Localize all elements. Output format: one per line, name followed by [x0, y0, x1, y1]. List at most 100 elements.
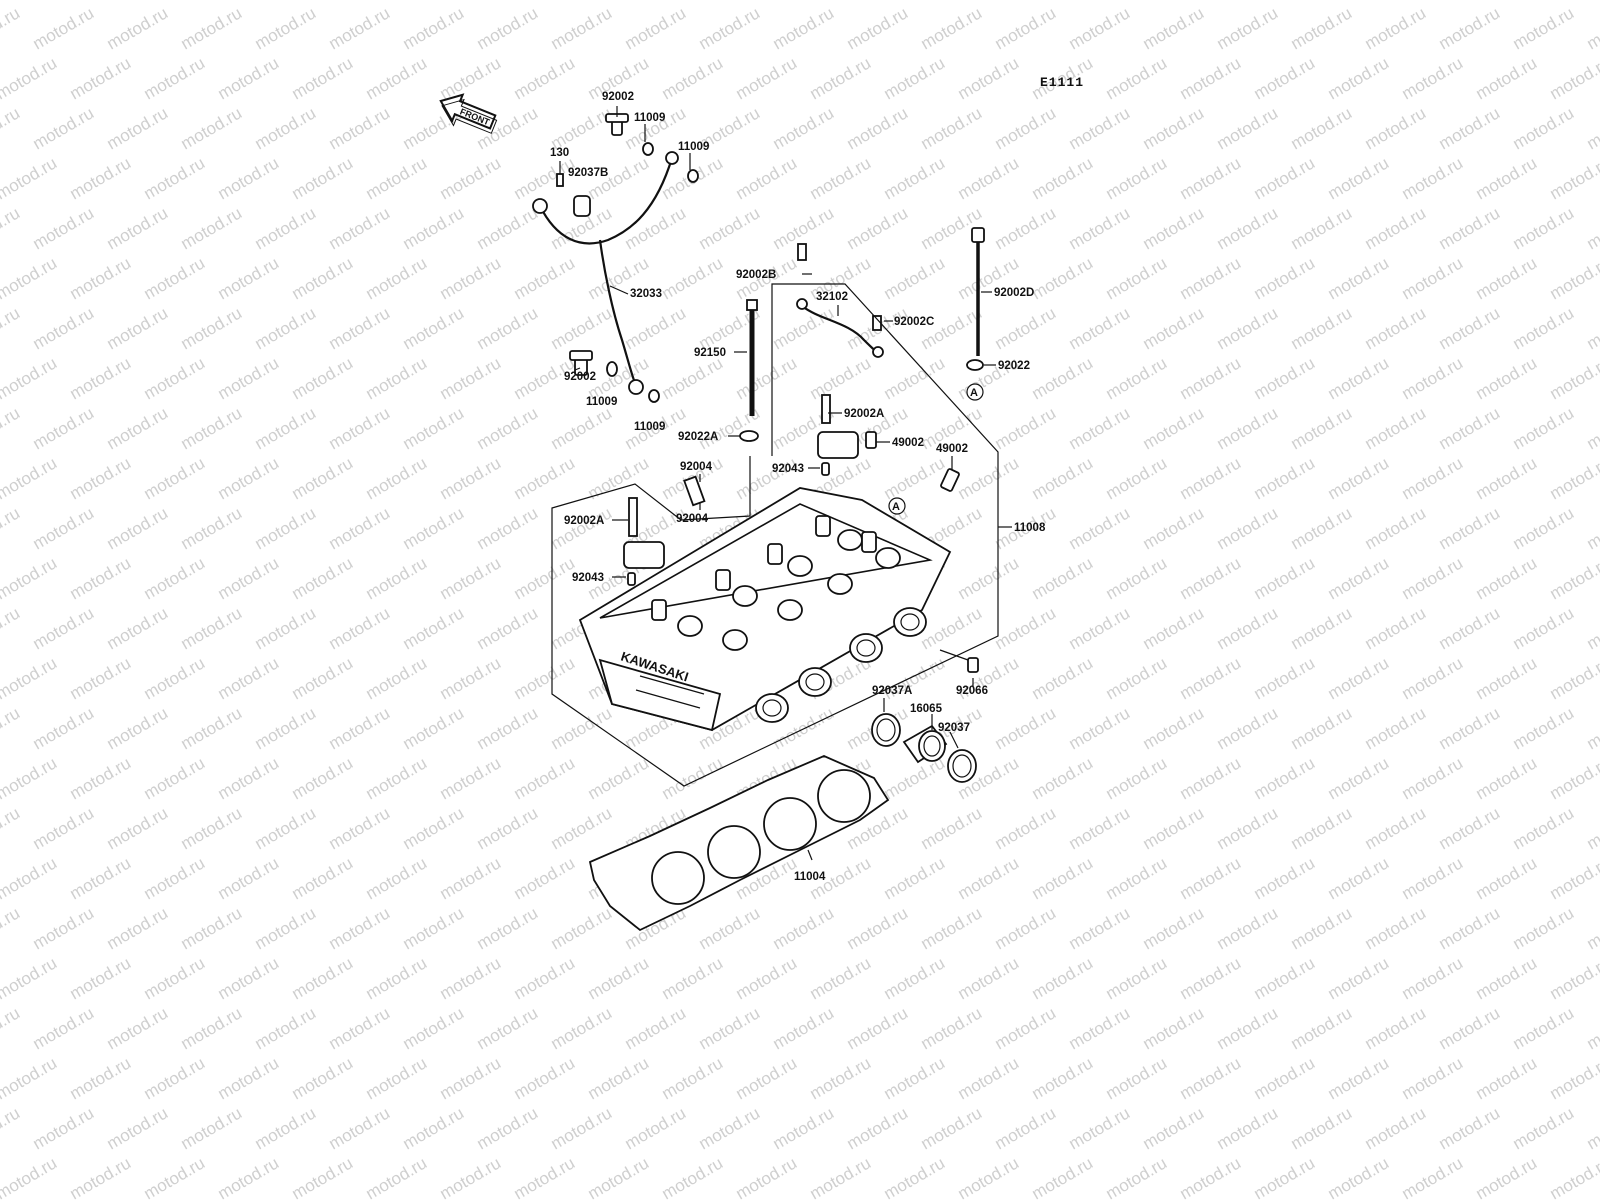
label-130: 130 — [550, 147, 569, 159]
watermark-text: motod.ru — [215, 953, 283, 1003]
watermark-text: motod.ru — [215, 253, 283, 303]
watermark-text: motod.ru — [67, 953, 135, 1003]
assembly-bracket-11008 — [551, 283, 999, 787]
watermark-text: motod.ru — [770, 903, 838, 953]
watermark-text: motod.ru — [363, 853, 431, 903]
watermark-text: motod.ru — [400, 1003, 468, 1053]
watermark-text: motod.ru — [881, 153, 949, 203]
label-92066: 92066 — [956, 685, 988, 697]
watermark-text: motod.ru — [1547, 453, 1600, 503]
oil-pipe-32102 — [796, 243, 884, 358]
watermark-text: motod.ru — [881, 453, 949, 503]
watermark-text: motod.ru — [67, 153, 135, 203]
watermark-text: motod.ru — [474, 603, 542, 653]
watermark-text: motod.ru — [1547, 153, 1600, 203]
watermark-text: motod.ru — [437, 0, 505, 3]
watermark-text: motod.ru — [807, 0, 875, 3]
watermark-text: motod.ru — [1066, 603, 1134, 653]
watermark-text: motod.ru — [0, 653, 60, 703]
watermark-text: motod.ru — [104, 3, 172, 53]
svg-text:A: A — [970, 387, 978, 399]
watermark-text: motod.ru — [585, 953, 653, 1003]
watermark-text: motod.ru — [363, 753, 431, 803]
watermark-text: motod.ru — [511, 1153, 579, 1200]
watermark-text: motod.ru — [30, 603, 98, 653]
watermark-text: motod.ru — [1214, 503, 1282, 553]
dowel-92043-left — [627, 572, 636, 586]
watermark-text: motod.ru — [1362, 603, 1430, 653]
watermark-text: motod.ru — [1214, 1103, 1282, 1153]
watermark-text: motod.ru — [1029, 0, 1097, 3]
label-11009-d: 11009 — [634, 421, 665, 433]
watermark-text: motod.ru — [1177, 53, 1245, 103]
watermark-text: motod.ru — [474, 403, 542, 453]
watermark-text: motod.ru — [0, 153, 60, 203]
watermark-text: motod.ru — [289, 0, 357, 3]
watermark-text: motod.ru — [1251, 53, 1319, 103]
watermark-text: motod.ru — [326, 203, 394, 253]
label-32102: 32102 — [816, 291, 848, 303]
watermark-text: motod.ru — [1584, 803, 1600, 853]
watermark-text: motod.ru — [1399, 153, 1467, 203]
watermark-text: motod.ru — [1214, 1003, 1282, 1053]
watermark-text: motod.ru — [844, 3, 912, 53]
watermark-text: motod.ru — [1584, 503, 1600, 553]
watermark-text: motod.ru — [1510, 703, 1578, 753]
watermark-text: motod.ru — [1103, 153, 1171, 203]
watermark-text: motod.ru — [0, 353, 60, 403]
watermark-text: motod.ru — [881, 53, 949, 103]
watermark-text: motod.ru — [1399, 753, 1467, 803]
label-11008: 11008 — [1014, 522, 1046, 534]
watermark-text: motod.ru — [67, 0, 135, 3]
label-92022: 92022 — [998, 360, 1030, 372]
leader-lines — [559, 106, 1012, 861]
watermark-text: motod.ru — [622, 1003, 690, 1053]
watermark-text: motod.ru — [437, 53, 505, 103]
watermark-text: motod.ru — [215, 0, 283, 3]
watermark-text: motod.ru — [918, 803, 986, 853]
watermark-text: motod.ru — [1140, 1103, 1208, 1153]
watermark-text: motod.ru — [659, 353, 727, 403]
watermark-text: motod.ru — [1436, 603, 1504, 653]
watermark-text: motod.ru — [67, 453, 135, 503]
watermark-text: motod.ru — [0, 1003, 23, 1053]
watermark-text: motod.ru — [1029, 553, 1097, 603]
watermark-text: motod.ru — [659, 1153, 727, 1200]
camshaft-towers — [651, 515, 901, 651]
watermark-text: motod.ru — [807, 1053, 875, 1103]
watermark-text: motod.ru — [0, 503, 23, 553]
watermark-text: motod.ru — [363, 353, 431, 403]
sensor-49002-a — [865, 431, 877, 449]
watermark-text: motod.ru — [1288, 703, 1356, 753]
watermark-text: motod.ru — [733, 1053, 801, 1103]
watermark-text: motod.ru — [511, 53, 579, 103]
watermark-text: motod.ru — [511, 753, 579, 803]
watermark-text: motod.ru — [622, 203, 690, 253]
watermark-text: motod.ru — [1436, 3, 1504, 53]
watermark-text: motod.ru — [400, 703, 468, 753]
watermark-text: motod.ru — [1288, 803, 1356, 853]
watermark-text: motod.ru — [1029, 1053, 1097, 1103]
watermark-text: motod.ru — [30, 303, 98, 353]
watermark-text: motod.ru — [215, 1153, 283, 1200]
watermark-text: motod.ru — [30, 103, 98, 153]
watermark-text: motod.ru — [252, 503, 320, 553]
label-92002-mid: 92002 — [564, 371, 596, 383]
clamp-92037a — [871, 713, 901, 747]
watermark-text: motod.ru — [1547, 653, 1600, 703]
watermark-text: motod.ru — [1066, 3, 1134, 53]
watermark-text: motod.ru — [1325, 253, 1393, 303]
watermark-text: motod.ru — [622, 303, 690, 353]
watermark-text: motod.ru — [104, 203, 172, 253]
watermark-text: motod.ru — [1103, 853, 1171, 903]
watermark-text: motod.ru — [548, 1003, 616, 1053]
watermark-text: motod.ru — [215, 753, 283, 803]
watermark-text: motod.ru — [1029, 953, 1097, 1003]
watermark-text: motod.ru — [1362, 903, 1430, 953]
watermark-text: motod.ru — [1584, 3, 1600, 53]
watermark-text: motod.ru — [1547, 753, 1600, 803]
watermark-text: motod.ru — [548, 403, 616, 453]
watermark-text: motod.ru — [30, 203, 98, 253]
watermark-text: motod.ru — [1473, 453, 1541, 503]
watermark-text: motod.ru — [807, 353, 875, 403]
